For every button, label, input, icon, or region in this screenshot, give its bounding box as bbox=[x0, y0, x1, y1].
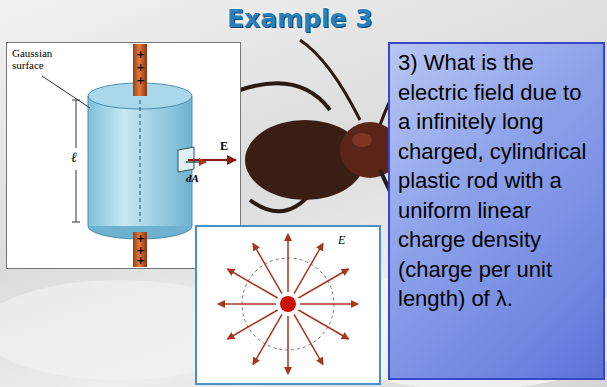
charged-rod bbox=[133, 232, 147, 267]
question-box: 3) What is the electric field due to a i… bbox=[388, 42, 605, 380]
field-symbol: E bbox=[220, 140, 228, 153]
length-symbol: ℓ bbox=[71, 150, 77, 165]
charge-sign: + bbox=[136, 233, 145, 245]
charged-rod bbox=[133, 44, 147, 96]
field-symbol: E bbox=[338, 234, 345, 247]
field-lines bbox=[218, 234, 358, 374]
field-arrow bbox=[294, 314, 323, 364]
field-arrow bbox=[218, 303, 276, 305]
gaussian-cylinder bbox=[72, 83, 192, 239]
field-arrow bbox=[227, 310, 277, 339]
field-arrow bbox=[253, 243, 282, 293]
question-text: 3) What is the electric field due to a i… bbox=[398, 48, 597, 314]
charge-sign: + bbox=[136, 62, 145, 74]
charge-sign: + bbox=[136, 255, 145, 267]
leader-line bbox=[42, 76, 90, 108]
field-arrow bbox=[300, 303, 358, 305]
figure-label: Gaussian surface bbox=[12, 47, 70, 71]
field-arrow bbox=[287, 316, 289, 374]
area-symbol: dA bbox=[186, 172, 199, 184]
slide-title: Example 3 bbox=[227, 4, 373, 33]
charge-sign: + bbox=[136, 75, 145, 87]
field-arrow bbox=[287, 234, 289, 292]
field-panel bbox=[196, 226, 380, 384]
line-charge bbox=[280, 296, 296, 312]
charge-sign: + bbox=[136, 49, 145, 61]
field-arrow bbox=[298, 269, 348, 298]
